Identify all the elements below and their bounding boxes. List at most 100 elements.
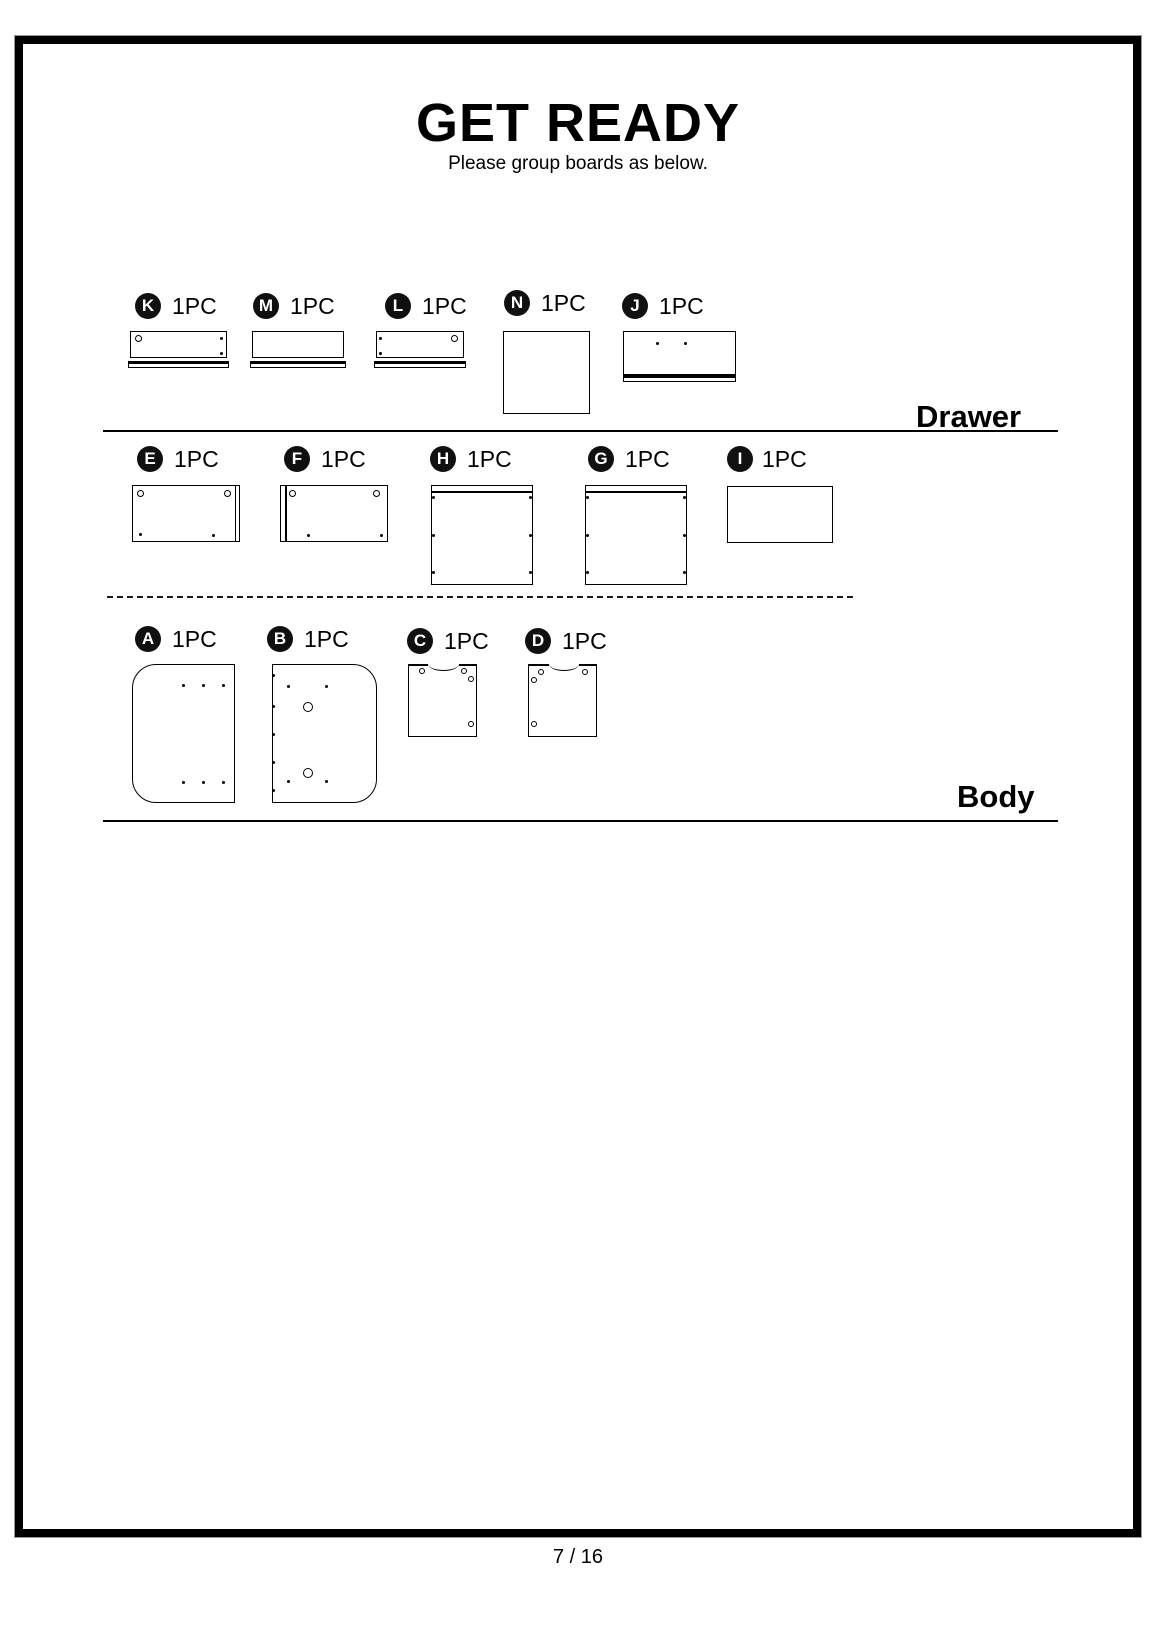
- pin-mark: [529, 534, 532, 537]
- cam-hole: [303, 768, 313, 778]
- edge-band-line: [234, 486, 236, 541]
- part-G-badge-icon: G: [588, 446, 614, 472]
- pin-mark: [683, 496, 686, 499]
- drill-hole: [468, 721, 474, 727]
- drill-hole: [538, 669, 544, 675]
- pin-mark: [586, 571, 589, 574]
- pin-mark: [432, 496, 435, 499]
- part-L-shape: [376, 331, 464, 358]
- drill-hole: [289, 490, 296, 497]
- pin-mark: [287, 685, 290, 688]
- edge-tick: [272, 674, 275, 677]
- pin-mark: [182, 684, 185, 687]
- part-H-shape: [431, 485, 533, 585]
- pin-mark: [683, 571, 686, 574]
- body-divider-line: [103, 820, 1058, 822]
- drill-hole: [135, 335, 142, 342]
- part-F-shape: [280, 485, 388, 542]
- edge-tick: [272, 733, 275, 736]
- section-label-drawer: Drawer: [916, 399, 1022, 434]
- part-M-qty: 1PC: [290, 293, 335, 319]
- page-title: GET READY: [415, 93, 741, 153]
- pin-mark: [380, 534, 383, 537]
- drill-hole: [582, 669, 588, 675]
- pin-mark: [432, 571, 435, 574]
- pin-mark: [222, 684, 225, 687]
- drill-hole: [373, 490, 380, 497]
- part-B-qty: 1PC: [304, 626, 349, 652]
- page-subtitle: Please group boards as below.: [448, 153, 708, 174]
- drill-hole: [419, 668, 425, 674]
- drawer-divider-line: [103, 430, 1058, 432]
- edge-tick: [272, 705, 275, 708]
- pin-mark: [182, 781, 185, 784]
- drill-hole: [224, 490, 231, 497]
- part-B-badge-icon: B: [267, 626, 293, 652]
- pin-mark: [529, 571, 532, 574]
- part-M-shape: [252, 331, 344, 358]
- pin-mark: [656, 342, 659, 345]
- part-N-badge-icon: N: [504, 290, 530, 316]
- part-M-badge-icon: M: [253, 293, 279, 319]
- pin-mark: [220, 352, 223, 355]
- pin-mark: [379, 352, 382, 355]
- page-number: 7 / 16: [552, 1546, 604, 1568]
- part-A-badge-icon: A: [135, 626, 161, 652]
- pin-mark: [683, 534, 686, 537]
- part-N-qty: 1PC: [541, 290, 586, 316]
- part-K-badge-icon: K: [135, 293, 161, 319]
- part-G-qty: 1PC: [625, 446, 670, 472]
- pin-mark: [529, 496, 532, 499]
- drill-hole: [137, 490, 144, 497]
- part-J-shape: [623, 331, 736, 375]
- cam-hole: [303, 702, 313, 712]
- pin-mark: [432, 534, 435, 537]
- part-F-qty: 1PC: [321, 446, 366, 472]
- drill-hole: [531, 721, 537, 727]
- pin-mark: [325, 685, 328, 688]
- pin-mark: [222, 781, 225, 784]
- part-E-badge-icon: E: [137, 446, 163, 472]
- pin-mark: [202, 781, 205, 784]
- pin-mark: [684, 342, 687, 345]
- part-E-shape: [132, 485, 240, 542]
- part-A-qty: 1PC: [172, 626, 217, 652]
- pin-mark: [307, 534, 310, 537]
- part-E-qty: 1PC: [174, 446, 219, 472]
- drill-hole: [468, 676, 474, 682]
- part-N-shape: [503, 331, 590, 414]
- edge-band-line: [432, 491, 532, 493]
- part-D-badge-icon: D: [525, 628, 551, 654]
- drill-hole: [451, 335, 458, 342]
- part-D-qty: 1PC: [562, 628, 607, 654]
- edge-band-line: [586, 491, 686, 493]
- dashed-separator: [107, 596, 853, 598]
- part-J-edge: [623, 375, 736, 382]
- edge-tick: [272, 761, 275, 764]
- part-K-edge: [128, 361, 229, 368]
- part-C-badge-icon: C: [407, 628, 433, 654]
- drill-hole: [461, 668, 467, 674]
- pin-mark: [325, 780, 328, 783]
- pin-mark: [139, 533, 142, 536]
- part-L-badge-icon: L: [385, 293, 411, 319]
- pin-mark: [586, 534, 589, 537]
- pin-mark: [212, 534, 215, 537]
- part-D-shape: [528, 664, 597, 737]
- part-F-badge-icon: F: [284, 446, 310, 472]
- notch-cutout: [428, 664, 459, 671]
- part-I-qty: 1PC: [762, 446, 807, 472]
- edge-tick: [272, 789, 275, 792]
- part-H-qty: 1PC: [467, 446, 512, 472]
- pin-mark: [287, 780, 290, 783]
- part-H-badge-icon: H: [430, 446, 456, 472]
- part-K-shape: [130, 331, 227, 358]
- pin-mark: [586, 496, 589, 499]
- top-edge: [409, 664, 428, 666]
- top-edge: [529, 664, 549, 666]
- part-M-edge: [250, 361, 346, 368]
- top-edge: [579, 664, 596, 666]
- pin-mark: [379, 337, 382, 340]
- part-A-shape: [132, 664, 235, 803]
